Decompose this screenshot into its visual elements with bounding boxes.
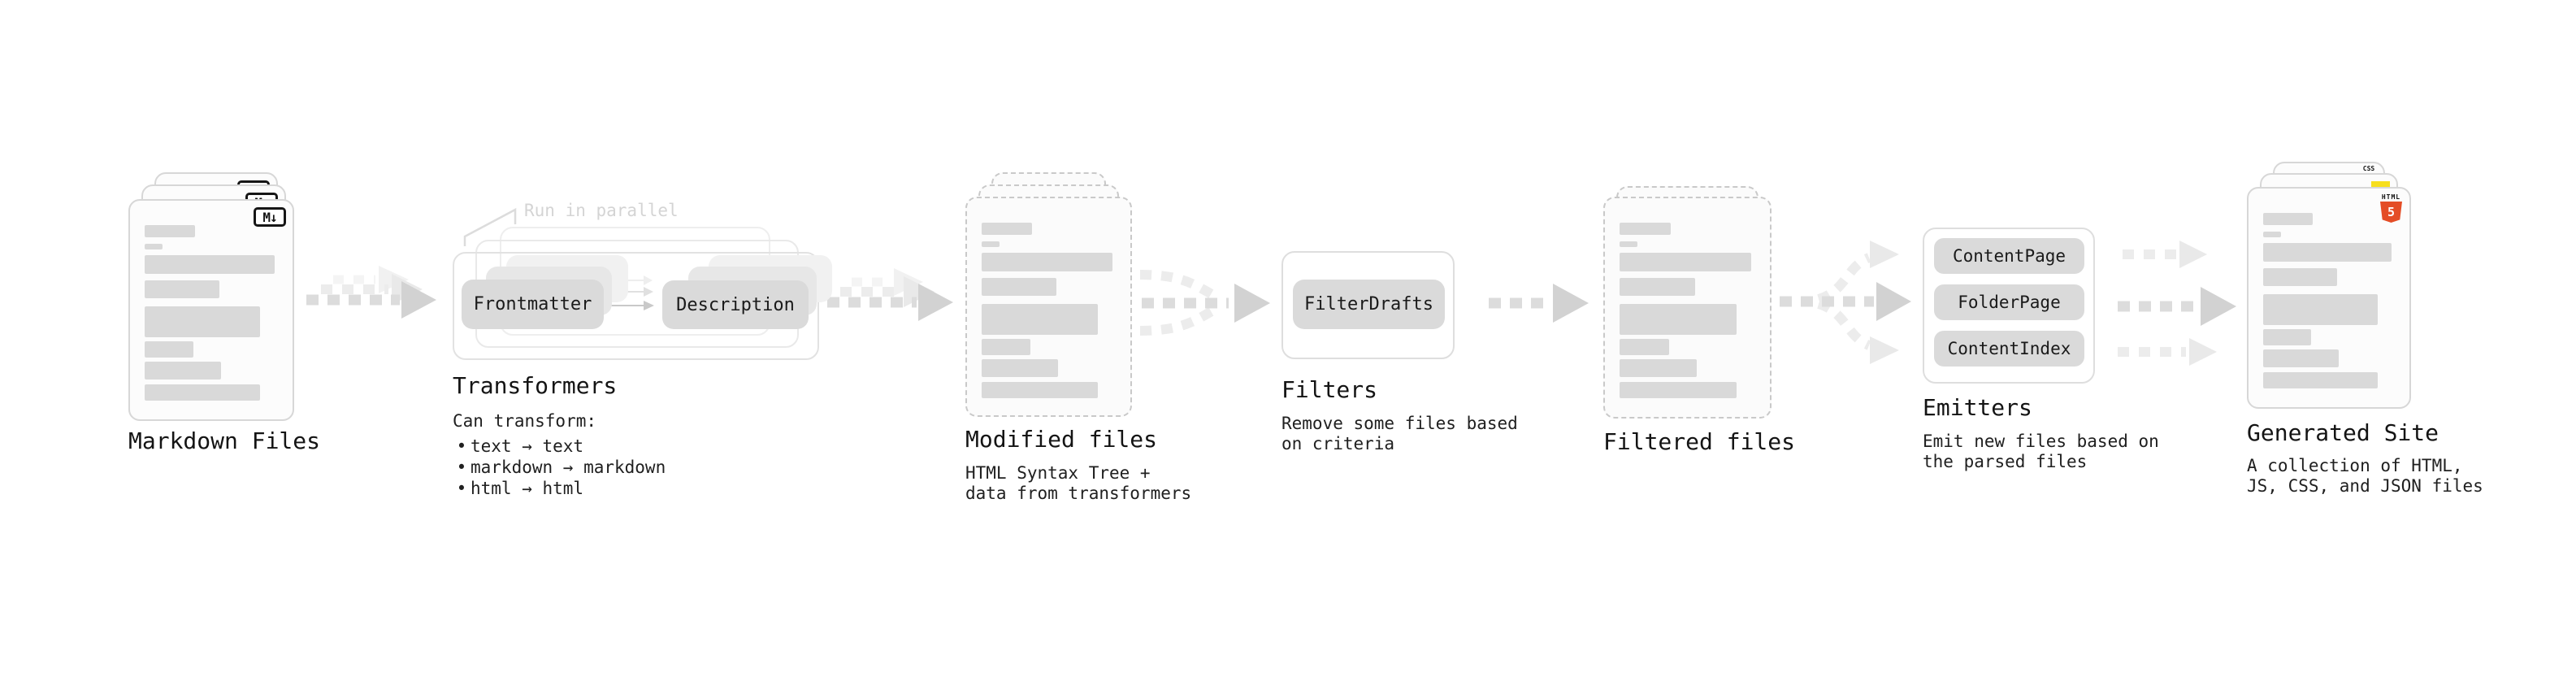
description-box: Description xyxy=(662,280,809,329)
skeleton-text-bar xyxy=(145,280,219,298)
skeleton-text-bar xyxy=(982,253,1112,271)
bullet-marker: • xyxy=(456,458,467,477)
skeleton-text-bar xyxy=(1620,339,1669,355)
skeleton-text-bar xyxy=(2263,232,2281,237)
arrow-emitters-to-site xyxy=(2118,241,2236,366)
skeleton-text-bar xyxy=(1620,382,1737,398)
skeleton-text-bar xyxy=(145,362,221,380)
arrow-markdown-to-transformers xyxy=(306,266,436,319)
contentpage-box: ContentPage xyxy=(1934,238,2084,274)
skeleton-text-bar xyxy=(982,304,1098,335)
skeleton-text-bar xyxy=(2263,294,2378,325)
markdown-files-label: Markdown Files xyxy=(128,427,321,454)
html5-icon-shield: 5 xyxy=(2380,202,2402,223)
transformers-bullet-list: • text → text • markdown → markdown • ht… xyxy=(453,436,666,499)
arrow-filtered-to-emitters-fork xyxy=(1780,241,1911,364)
skeleton-text-bar xyxy=(1620,241,1638,247)
bullet-text: html → html xyxy=(471,479,584,498)
skeleton-text-bar xyxy=(2263,213,2314,225)
skeleton-text-bar xyxy=(145,225,195,237)
bullet-marker: • xyxy=(456,436,467,456)
skeleton-text-bar xyxy=(145,306,260,337)
skeleton-text-bar xyxy=(2263,372,2378,388)
skeleton-text-bar xyxy=(2263,268,2338,286)
modified-files-label: Modified files xyxy=(965,426,1158,453)
arrow-modified-to-filters-merge xyxy=(1139,270,1270,336)
css-icon-label: CSS xyxy=(2362,165,2375,172)
filters-label: Filters xyxy=(1281,376,1378,403)
skeleton-text-bar xyxy=(145,384,260,401)
modified-files-caption: HTML Syntax Tree + data from transformer… xyxy=(965,463,1192,503)
generated-site-caption: A collection of HTML, JS, CSS, and JSON … xyxy=(2247,456,2483,496)
bullet-text: text → text xyxy=(471,436,584,456)
emitters-label: Emitters xyxy=(1923,394,2032,421)
html5-icon-word: HTML xyxy=(2381,193,2401,201)
skeleton-text-bar xyxy=(1620,223,1671,235)
skeleton-text-bar xyxy=(982,278,1057,296)
skeleton-text-bar xyxy=(145,255,275,274)
markdown-icon: M↓ xyxy=(254,207,286,227)
filtered-file-card xyxy=(1603,197,1772,419)
skeleton-text-bar xyxy=(2263,243,2392,262)
folderpage-box: FolderPage xyxy=(1934,284,2084,320)
filters-caption: Remove some files based on criteria xyxy=(1281,414,1518,453)
site-file-card: HTML 5 xyxy=(2247,187,2411,409)
skeleton-text-bar xyxy=(2263,349,2340,367)
skeleton-text-bar xyxy=(2263,329,2312,345)
bullet-item: • html → html xyxy=(453,478,666,499)
skeleton-text-bar xyxy=(982,339,1031,355)
arrow-transformers-to-modified xyxy=(827,268,953,321)
transformer-layer-front xyxy=(453,252,819,360)
arrow-filters-to-filtered xyxy=(1489,284,1589,323)
skeleton-text-bar xyxy=(145,341,193,358)
transformers-label: Transformers xyxy=(453,372,618,399)
bullet-item: • text → text xyxy=(453,436,666,457)
emitters-caption: Emit new files based on the parsed files xyxy=(1923,432,2159,471)
skeleton-text-bar xyxy=(145,244,163,249)
skeleton-text-bar xyxy=(982,241,1000,247)
skeleton-text-bar xyxy=(982,223,1033,235)
contentindex-box: ContentIndex xyxy=(1934,331,2084,367)
filterdrafts-box: FilterDrafts xyxy=(1293,280,1445,329)
annotation-leader-line xyxy=(463,207,517,246)
frontmatter-box: Frontmatter xyxy=(462,280,604,329)
bullet-marker: • xyxy=(456,479,467,498)
run-in-parallel-annotation: Run in parallel xyxy=(524,201,679,220)
skeleton-text-bar xyxy=(1620,253,1752,271)
skeleton-text-bar xyxy=(982,382,1098,398)
skeleton-text-bar xyxy=(1620,278,1696,296)
modified-file-card xyxy=(965,197,1132,417)
filtered-files-label: Filtered files xyxy=(1603,428,1796,455)
bullet-item: • markdown → markdown xyxy=(453,457,666,478)
generated-site-label: Generated Site xyxy=(2247,419,2439,446)
markdown-file-card: M↓ xyxy=(128,199,294,421)
bullet-text: markdown → markdown xyxy=(471,458,666,477)
skeleton-text-bar xyxy=(982,359,1059,377)
transformers-caption-title: Can transform: xyxy=(453,411,597,431)
skeleton-text-bar xyxy=(1620,304,1737,335)
html5-icon: HTML 5 xyxy=(2380,193,2402,223)
skeleton-text-bar xyxy=(1620,359,1698,377)
